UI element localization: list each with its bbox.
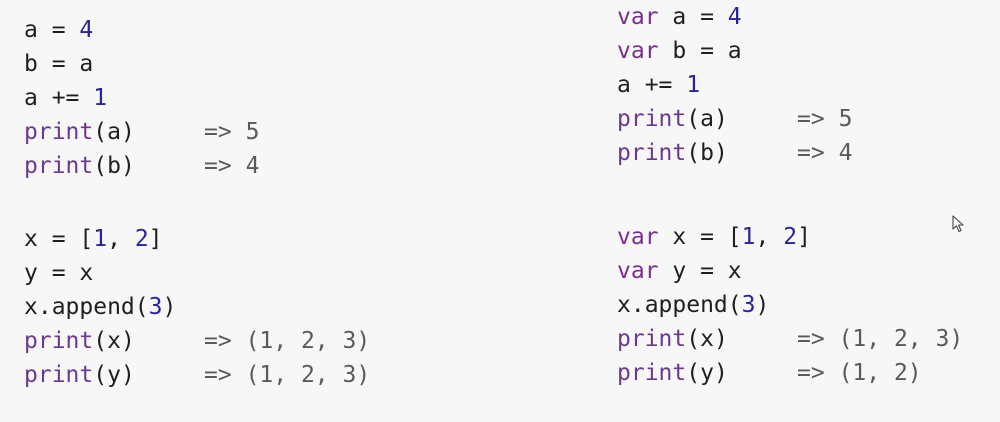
code-token: b = a [24, 51, 94, 77]
code-line: x = [1, 2] [24, 222, 370, 256]
code-token: y = x [658, 258, 742, 284]
code-line: print(y) => (1, 2) [617, 356, 963, 390]
code-line: print(b) => 4 [617, 136, 963, 170]
code-token: a += [24, 85, 94, 111]
code-token: => (1, 2, 3) [134, 362, 371, 388]
code-token: (y) [93, 362, 135, 388]
code-line: x.append(3) [24, 290, 370, 324]
code-line: a += 1 [24, 81, 370, 115]
code-token: x = [ [24, 226, 94, 252]
code-token: (x) [686, 326, 728, 352]
code-token: 1 [93, 85, 108, 111]
code-line: print(x) => (1, 2, 3) [24, 324, 370, 358]
code-token: 3 [148, 294, 163, 320]
code-token: (b) [93, 153, 135, 179]
code-token: 4 [727, 4, 742, 30]
code-token: a = [658, 4, 728, 30]
code-token: 1 [741, 224, 756, 250]
code-line: a = 4 [24, 13, 370, 47]
code-token: a = [24, 17, 80, 43]
code-token: => (1, 2) [727, 360, 922, 386]
code-token: x.append( [617, 292, 742, 318]
code-token: (x) [93, 328, 135, 354]
code-line: var y = x [617, 254, 963, 288]
code-token: => 5 [727, 106, 853, 132]
code-token: ] [148, 226, 163, 252]
code-token: , [755, 224, 784, 250]
code-token: ] [797, 224, 811, 250]
code-line: var b = a [617, 34, 963, 68]
code-token: var [617, 4, 659, 30]
code-token: (a) [686, 106, 728, 132]
code-token: var [617, 258, 659, 284]
code-token: print [24, 328, 94, 354]
code-line: b = a [24, 47, 370, 81]
code-token: => 4 [134, 153, 260, 179]
code-line: print(a) => 5 [24, 115, 370, 149]
code-token: a += [617, 72, 687, 98]
code-token: print [24, 119, 94, 145]
code-token: y = x [24, 260, 94, 286]
code-line: x.append(3) [617, 288, 963, 322]
code-token: => 4 [727, 140, 853, 166]
code-token: var [617, 224, 659, 250]
code-token: (y) [686, 360, 728, 386]
code-token: => 5 [134, 119, 260, 145]
code-line: a += 1 [617, 68, 963, 102]
code-token: 1 [686, 72, 701, 98]
code-line: print(x) => (1, 2, 3) [617, 322, 963, 356]
code-token: ) [755, 292, 770, 318]
code-token: print [617, 140, 687, 166]
code-token: ) [162, 294, 177, 320]
code-line: print(y) => (1, 2, 3) [24, 358, 370, 392]
code-token: print [24, 362, 94, 388]
code-token: x.append( [24, 294, 149, 320]
code-token: print [617, 360, 687, 386]
code-token: print [617, 106, 687, 132]
code-token: b = a [658, 38, 742, 64]
code-token: (b) [686, 140, 728, 166]
code-token: x = [ [658, 224, 742, 250]
code-token: print [617, 326, 687, 352]
code-line: print(a) => 5 [617, 102, 963, 136]
code-token: 2 [783, 224, 798, 250]
code-token: => (1, 2, 3) [134, 328, 371, 354]
code-token: => (1, 2, 3) [727, 326, 964, 352]
code-token: (a) [93, 119, 135, 145]
code-line: var x = [1, 2] [617, 220, 963, 254]
code-token: 2 [134, 226, 149, 252]
code-token: print [24, 153, 94, 179]
code-token: 1 [93, 226, 108, 252]
code-token: , [107, 226, 135, 252]
code-line: var a = 4 [617, 0, 963, 34]
code-token: var [617, 38, 659, 64]
mouse-pointer-icon [952, 215, 964, 233]
code-line: print(b) => 4 [24, 149, 370, 183]
code-token: 4 [79, 17, 94, 43]
code-line: y = x [24, 256, 370, 290]
code-token: 3 [741, 292, 756, 318]
